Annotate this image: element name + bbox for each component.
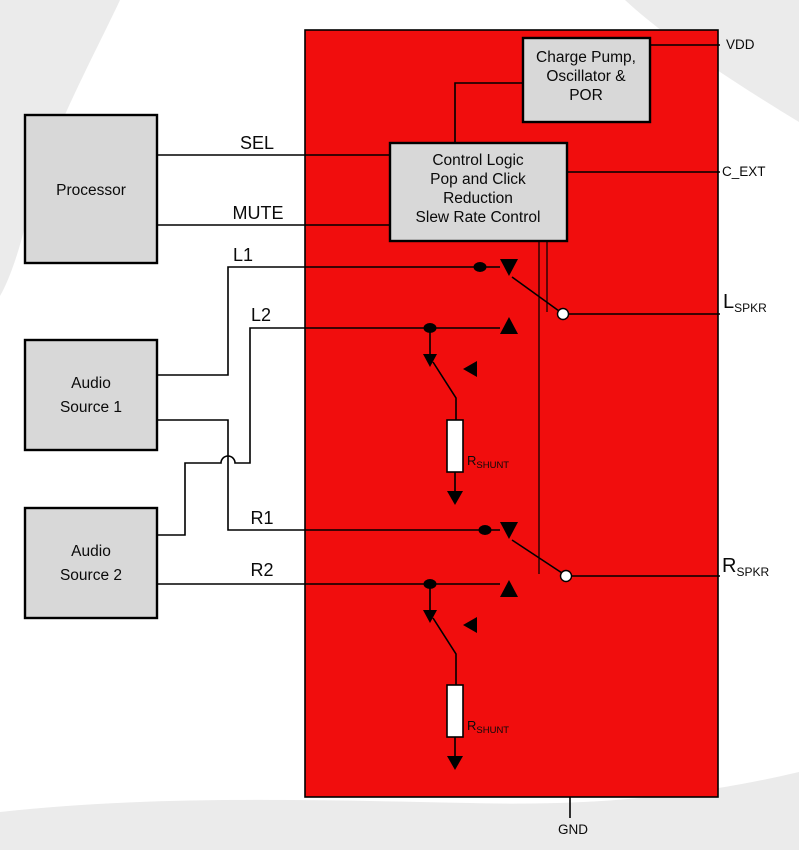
wire-l1 bbox=[157, 266, 500, 376]
audio-source-1-block: Audio Source 1 bbox=[23, 338, 159, 452]
r1-label: R1 bbox=[250, 508, 273, 528]
pin-labels: VDD C_EXT LSPKR RSPKR GND bbox=[558, 37, 769, 837]
switch-contact-r2 bbox=[500, 580, 518, 597]
r2-label: R2 bbox=[250, 560, 273, 580]
l-spkr-pin-label: LSPKR bbox=[723, 291, 767, 315]
lshunt-contact-down bbox=[423, 354, 437, 367]
rshunt-left-resistor bbox=[446, 419, 464, 473]
junction-dot-l1 bbox=[473, 262, 487, 272]
switch-arm-right bbox=[511, 539, 563, 574]
right-shunt-branch: RSHUNT bbox=[423, 584, 509, 770]
switch-contact-r1 bbox=[500, 522, 518, 539]
rshunt-right-resistor bbox=[446, 684, 464, 738]
switch-contact-l1 bbox=[500, 259, 518, 276]
l1-label: L1 bbox=[233, 245, 253, 265]
charge-pump-label-line3: POR bbox=[569, 87, 603, 104]
rshunt-left-label: RSHUNT bbox=[467, 453, 509, 471]
wire-chargepump-link bbox=[454, 82, 523, 143]
wire-r1 bbox=[157, 419, 500, 531]
right-mux bbox=[423, 522, 573, 597]
charge-pump-label-line2: Oscillator & bbox=[546, 68, 626, 85]
control-logic-block: Control Logic Pop and Click Reduction Sl… bbox=[388, 141, 569, 243]
audio-source-2-label-line2: Source 2 bbox=[60, 567, 122, 584]
charge-pump-label-line1: Charge Pump, bbox=[536, 49, 636, 66]
audio-source-2-label-line1: Audio bbox=[71, 543, 111, 560]
audio-source-2-block: Audio Source 2 bbox=[23, 506, 159, 620]
mute-label: MUTE bbox=[233, 203, 284, 223]
control-logic-label-line2: Pop and Click bbox=[430, 171, 526, 188]
control-logic-label-line3: Reduction bbox=[443, 190, 513, 207]
rshunt-contact-left bbox=[463, 617, 477, 633]
control-logic-box bbox=[388, 141, 569, 243]
vdd-pin-label: VDD bbox=[726, 37, 755, 52]
charge-pump-block: Charge Pump, Oscillator & POR bbox=[521, 36, 652, 124]
audio-source-1-label-line1: Audio bbox=[71, 375, 111, 392]
switch-output-node-left bbox=[556, 307, 570, 321]
rshunt-arm bbox=[432, 617, 457, 685]
signal-labels: SEL MUTE L1 L2 R1 R2 bbox=[233, 133, 284, 580]
l2-label: L2 bbox=[251, 305, 271, 325]
lshunt-contact-left bbox=[463, 361, 477, 377]
sel-label: SEL bbox=[240, 133, 274, 153]
audio-source-2-box bbox=[23, 506, 159, 620]
switch-contact-l2 bbox=[500, 317, 518, 334]
junction-dot-r1 bbox=[478, 525, 492, 535]
watermark-top-left bbox=[0, 0, 120, 296]
charge-pump-box bbox=[521, 36, 652, 124]
audio-source-1-label-line2: Source 1 bbox=[60, 399, 122, 416]
lshunt-arm bbox=[432, 361, 457, 420]
switch-arm-left bbox=[511, 276, 560, 312]
control-logic-label-line1: Control Logic bbox=[432, 152, 524, 169]
control-logic-label-line4: Slew Rate Control bbox=[416, 209, 541, 226]
rshunt-contact-down bbox=[423, 610, 437, 623]
audio-source-1-box bbox=[23, 338, 159, 452]
left-shunt-branch: RSHUNT bbox=[423, 328, 509, 505]
processor-box bbox=[23, 113, 159, 265]
switch-output-node-right bbox=[559, 569, 573, 583]
gnd-pin-label: GND bbox=[558, 822, 588, 837]
watermark-bottom bbox=[0, 772, 799, 850]
c-ext-pin-label: C_EXT bbox=[722, 164, 766, 179]
rshunt-right-label: RSHUNT bbox=[467, 718, 509, 736]
r-spkr-pin-label: RSPKR bbox=[722, 555, 769, 579]
processor-block: Processor bbox=[23, 113, 159, 265]
lshunt-gnd-arrow bbox=[447, 491, 463, 505]
processor-label: Processor bbox=[56, 182, 126, 199]
rshunt-gnd-arrow bbox=[447, 756, 463, 770]
